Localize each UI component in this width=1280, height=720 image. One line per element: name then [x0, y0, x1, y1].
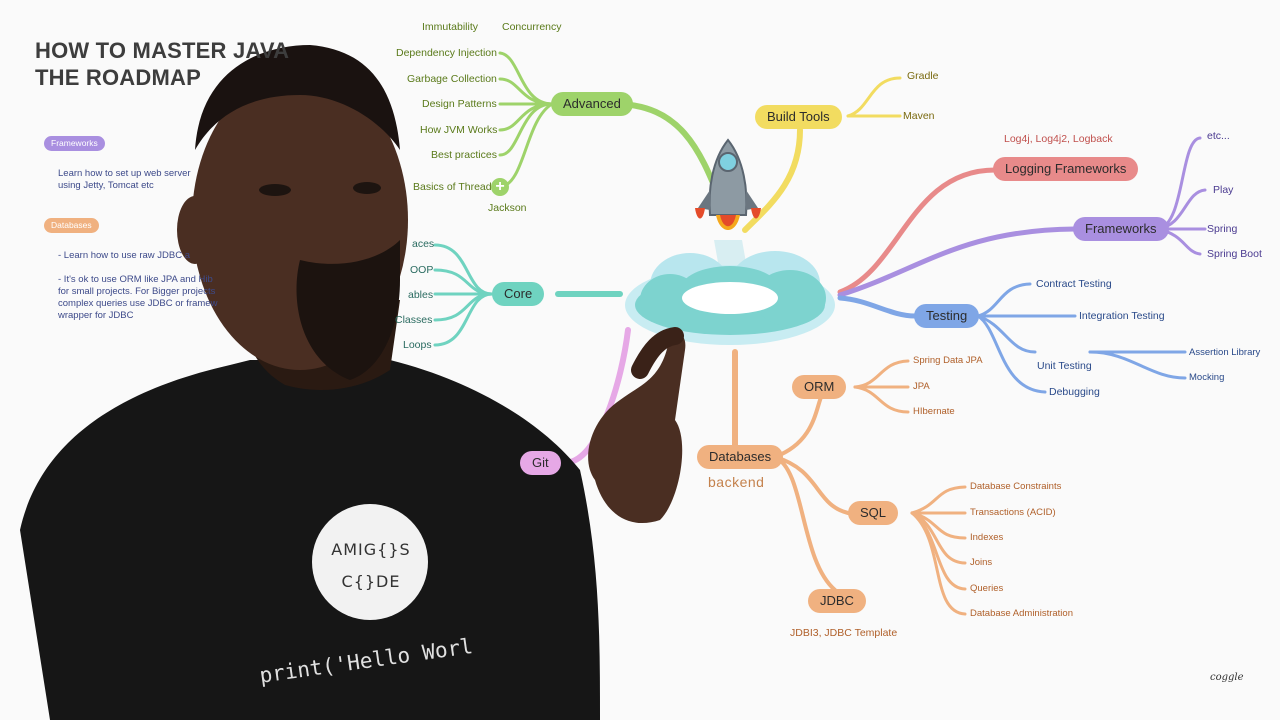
orm-node[interactable]: ORM — [792, 375, 847, 399]
frameworks-note-line: Learn how to set up web server — [58, 168, 191, 179]
git-node[interactable]: Git — [520, 451, 561, 475]
databases-subtitle: backend — [708, 474, 765, 490]
add-node-icon[interactable]: + — [491, 178, 509, 196]
shirt-logo-line2: C{}DE — [341, 572, 401, 591]
testing-node[interactable]: Testing — [914, 304, 980, 328]
orm-leaf[interactable]: Spring Data JPA — [913, 355, 983, 366]
presenter-figure — [20, 45, 686, 720]
testing-leaf[interactable]: Integration Testing — [1079, 310, 1165, 322]
advanced-leaf[interactable]: Dependency Injection — [396, 47, 497, 59]
sql-leaf[interactable]: Indexes — [970, 532, 1004, 543]
core-leaf[interactable]: OOP — [410, 264, 434, 276]
build-tools-leaf[interactable]: Maven — [903, 110, 935, 122]
databases-note-line: for small projects. For Bigger projects — [58, 286, 216, 297]
databases-node[interactable]: Databases — [697, 445, 784, 469]
sql-leaf[interactable]: Database Administration — [970, 608, 1073, 619]
advanced-leaf[interactable]: Jackson — [488, 202, 527, 214]
frameworks-note-line: using Jetty, Tomcat etc — [58, 180, 154, 191]
jdbc-note: JDBI3, JDBC Template — [790, 627, 898, 639]
advanced-node[interactable]: Advanced — [551, 92, 633, 116]
frameworks-leaf[interactable]: etc... — [1207, 130, 1230, 142]
core-leaf[interactable]: Classes — [395, 314, 433, 326]
sql-node[interactable]: SQL — [848, 501, 899, 525]
advanced-leaf[interactable]: Best practices — [431, 149, 497, 161]
core-leaf[interactable]: Loops — [403, 339, 432, 351]
testing-leaf[interactable]: Mocking — [1189, 372, 1225, 383]
testing-leaf[interactable]: Contract Testing — [1036, 278, 1112, 290]
sql-leaf[interactable]: Queries — [970, 583, 1004, 594]
core-leaf[interactable]: aces — [412, 238, 435, 250]
advanced-leaf[interactable]: Garbage Collection — [407, 73, 497, 85]
logging-frameworks-node[interactable]: Logging Frameworks — [993, 157, 1139, 181]
orm-leaf[interactable]: JPA — [913, 381, 930, 392]
sql-leaf[interactable]: Transactions (ACID) — [970, 507, 1056, 518]
shirt-logo-line1: AMIG{}S — [331, 540, 411, 559]
sql-leaf[interactable]: Joins — [970, 557, 993, 568]
frameworks-leaf[interactable]: Spring Boot — [1207, 248, 1262, 260]
jdbc-node[interactable]: JDBC — [808, 589, 866, 613]
testing-leaf[interactable]: Assertion Library — [1189, 347, 1261, 358]
build-tools-node[interactable]: Build Tools — [755, 105, 842, 129]
frameworks-leaf[interactable]: Play — [1213, 184, 1234, 196]
coggle-watermark: coggle — [1210, 672, 1244, 683]
testing-leaf[interactable]: Debugging — [1049, 386, 1100, 398]
page-title: HOW TO MASTER JAVA — [35, 38, 290, 63]
advanced-leaf[interactable]: Basics of Thread — [413, 181, 492, 193]
advanced-leaf[interactable]: Concurrency — [502, 21, 562, 33]
databases-note-line: - Learn how to use raw JDBC a — [58, 250, 191, 261]
advanced-leaf[interactable]: Design Patterns — [422, 98, 497, 110]
core-node[interactable]: Core — [492, 282, 545, 306]
advanced-leaf[interactable]: How JVM Works — [420, 124, 498, 136]
build-tools-leaf[interactable]: Gradle — [907, 70, 939, 82]
logging-note: Log4j, Log4j2, Logback — [1004, 133, 1113, 145]
testing-leaf[interactable]: Unit Testing — [1037, 360, 1092, 372]
core-leaf[interactable]: ables — [408, 289, 434, 301]
databases-note-line: - It's ok to use ORM like JPA and Hib — [58, 274, 213, 285]
databases-note-line: complex queries use JDBC or framew — [58, 298, 218, 309]
frameworks-note-tag[interactable]: Frameworks — [44, 136, 105, 151]
frameworks-leaf[interactable]: Spring — [1207, 223, 1238, 235]
orm-leaf[interactable]: HIbernate — [913, 406, 955, 417]
cloud-icon — [625, 251, 835, 345]
sql-leaf[interactable]: Database Constraints — [970, 481, 1062, 492]
databases-note-tag[interactable]: Databases — [44, 218, 99, 233]
advanced-leaf[interactable]: Immutability — [422, 21, 479, 33]
frameworks-node[interactable]: Frameworks — [1073, 217, 1169, 241]
page-subtitle: THE ROADMAP — [35, 65, 201, 90]
databases-note-line: wrapper for JDBC — [58, 310, 134, 321]
